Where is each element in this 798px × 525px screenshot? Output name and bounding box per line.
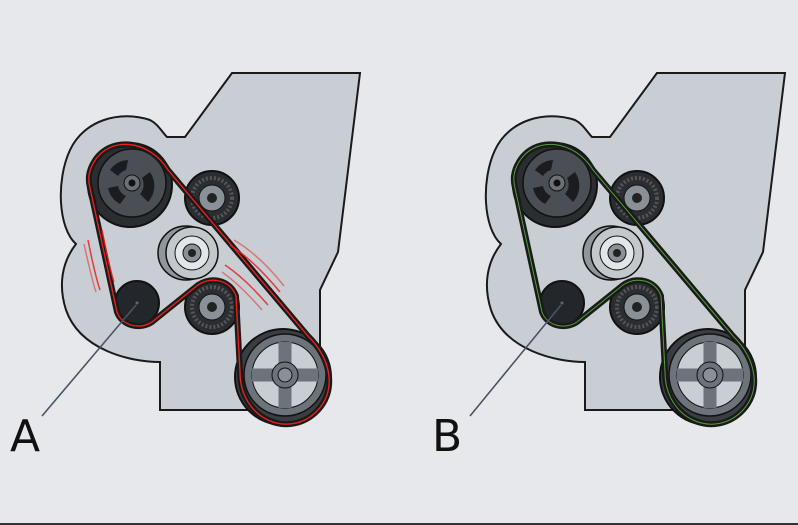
pointer-line-a	[41, 304, 137, 417]
panel-b	[469, 73, 785, 425]
label-b: B	[432, 411, 463, 462]
vibration-marks	[83, 229, 285, 311]
pointer-line-b	[469, 304, 562, 417]
label-a: A	[10, 411, 41, 462]
panel-a	[41, 73, 360, 425]
